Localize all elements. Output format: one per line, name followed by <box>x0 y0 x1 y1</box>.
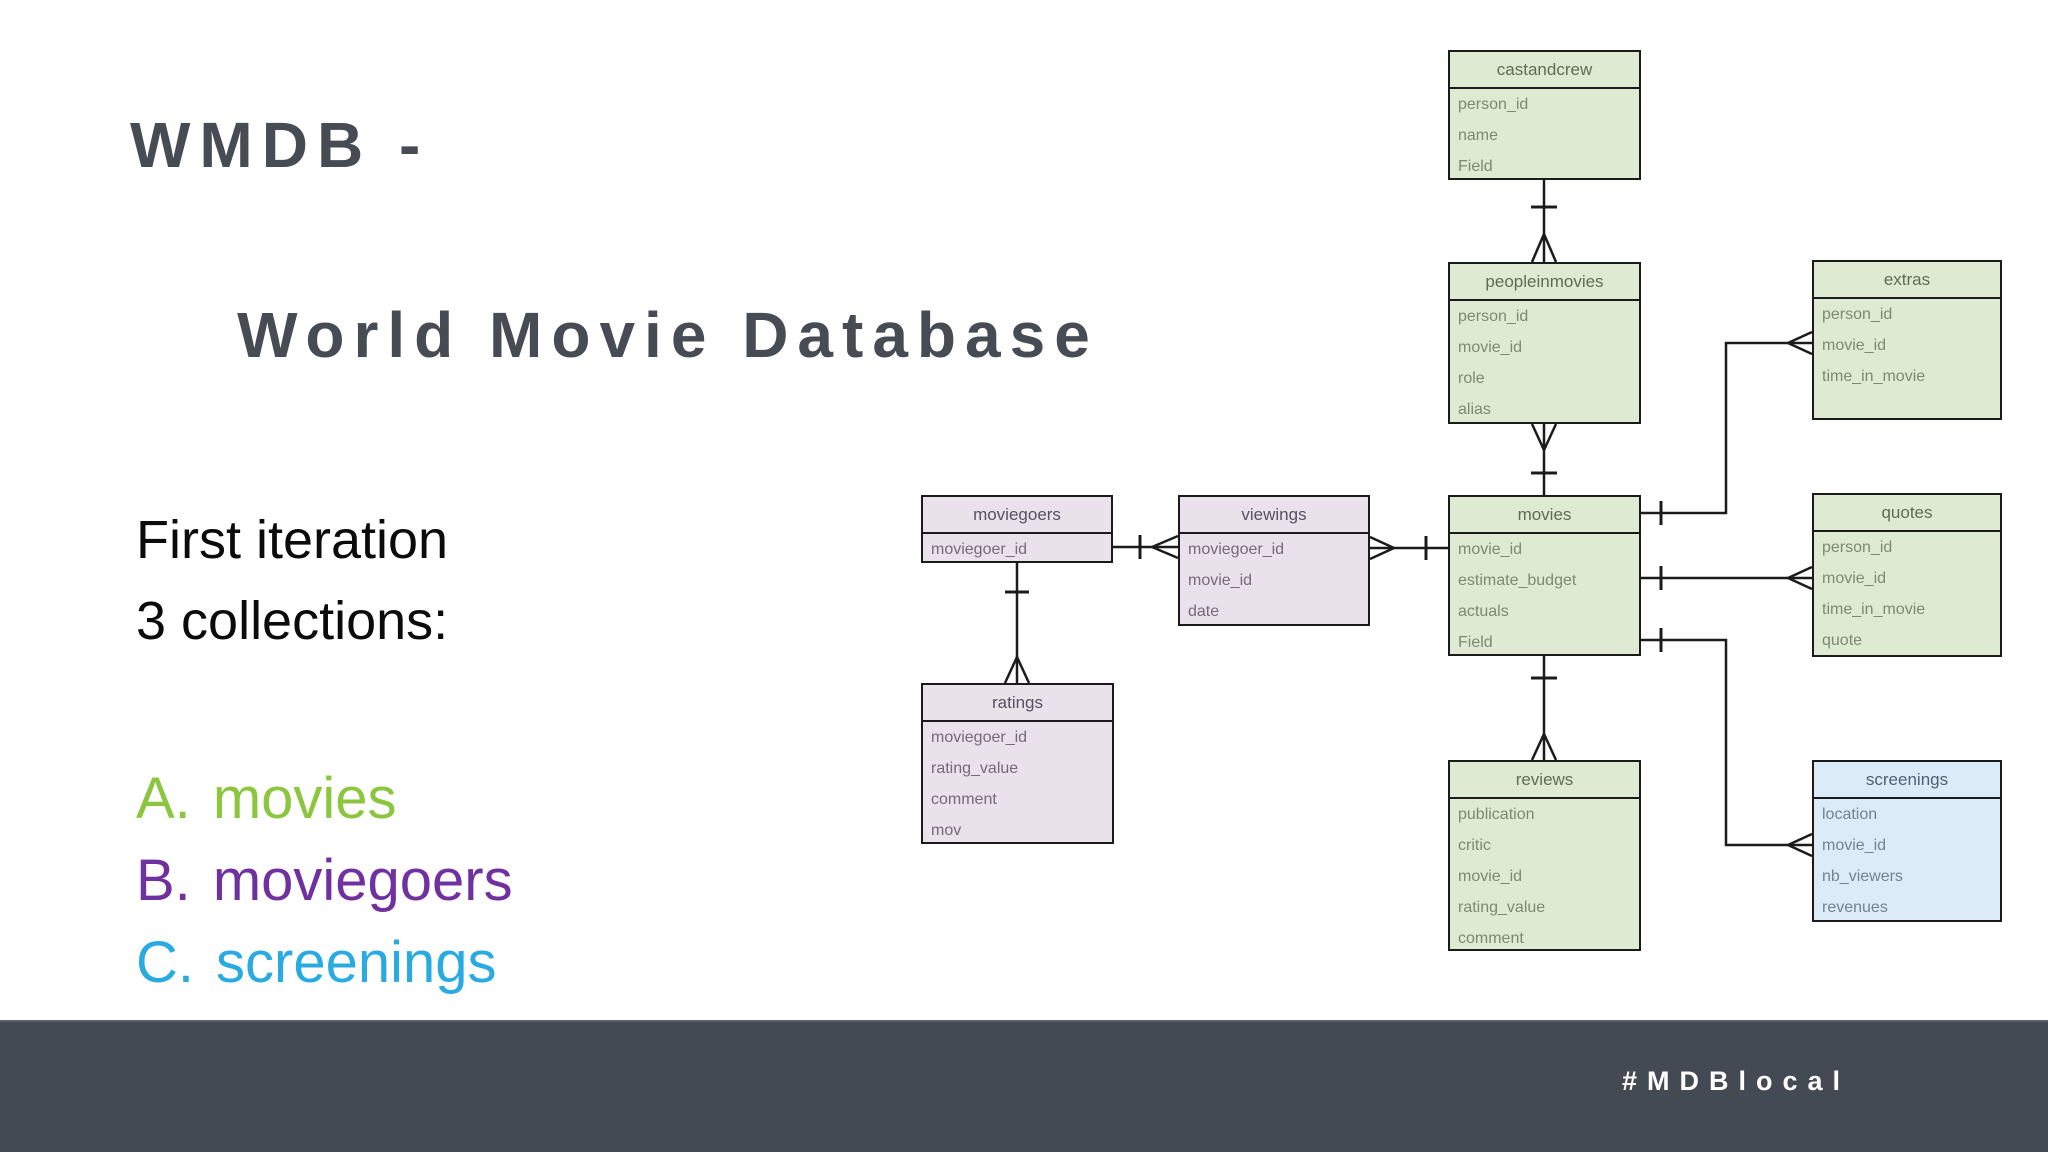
table-field-row: person_id <box>1822 306 1893 323</box>
table-title: movies <box>1450 497 1639 534</box>
table-field-row: date <box>1188 603 1220 620</box>
list-item-movies: A. movies <box>136 758 513 840</box>
table-title: castandcrew <box>1450 52 1639 89</box>
table-field-row: role <box>1458 370 1485 387</box>
hashtag-label: #MDBlocal <box>1621 1066 1850 1096</box>
table-title: ratings <box>923 685 1112 722</box>
connector-peopleinmovies-movies <box>1530 423 1558 495</box>
table-field-row: revenues <box>1822 899 1888 916</box>
list-item-label: moviegoers <box>212 848 513 913</box>
table-field-row: mov <box>931 822 962 839</box>
connector-viewings-movies <box>1369 535 1448 561</box>
table-field-row: publication <box>1458 806 1535 823</box>
table-field-row: movie_id <box>1458 541 1523 558</box>
page-title: WMDB - World Movie Database <box>130 98 1099 478</box>
connector-movies-reviews <box>1530 656 1558 761</box>
table-field-row: nb_viewers <box>1822 868 1903 885</box>
list-item-label: movies <box>212 766 397 831</box>
table-title: moviegoers <box>923 497 1111 534</box>
title-line-2: World Movie Database <box>237 299 1099 371</box>
table-field-row: comment <box>1458 930 1524 947</box>
list-item-prefix: B. <box>136 848 191 913</box>
list-item-moviegoers: B. moviegoers <box>136 840 513 922</box>
connector-moviegoers-ratings <box>1003 563 1031 684</box>
list-item-label: screenings <box>216 930 497 995</box>
table-fields: person_id movie_id time_in_movie <box>1814 299 2000 392</box>
table-field-row: estimate_budget <box>1458 572 1577 589</box>
list-item-prefix: C. <box>136 930 194 995</box>
table-field-row: movie_id <box>1458 868 1523 885</box>
table-field-row: moviegoer_id <box>931 729 1028 746</box>
table-field-row: movie_id <box>1822 337 1887 354</box>
table-field-row: movie_id <box>1822 837 1887 854</box>
entity-table-moviegoers: moviegoers moviegoer_id <box>921 495 1113 563</box>
subtitle-line-2: 3 collections: <box>136 591 449 651</box>
collections-list: A. movies B. moviegoers C. screenings <box>136 758 513 1004</box>
table-title: reviews <box>1450 762 1639 799</box>
table-field-row: quote <box>1822 632 1863 649</box>
table-field-row: critic <box>1458 837 1491 854</box>
table-fields: location movie_id nb_viewers revenues <box>1814 799 2000 923</box>
list-item-prefix: A. <box>136 766 191 831</box>
footer-bar: #MDBlocal <box>0 1020 2048 1152</box>
table-title: screenings <box>1814 762 2000 799</box>
list-item-screenings: C. screenings <box>136 922 513 1004</box>
table-field-row: rating_value <box>1458 899 1546 916</box>
table-field-row: alias <box>1458 401 1491 418</box>
table-field-row: movie_id <box>1822 570 1887 587</box>
table-field-row: moviegoer_id <box>931 541 1028 558</box>
table-field-row: person_id <box>1822 539 1893 556</box>
title-line-1: WMDB - <box>130 109 430 181</box>
table-field-row: person_id <box>1458 308 1529 325</box>
connector-movies-extras <box>1641 330 1813 525</box>
table-field-row: movie_id <box>1188 572 1253 589</box>
table-field-row: rating_value <box>931 760 1019 777</box>
entity-table-reviews: reviews publication critic movie_id rating_… <box>1448 760 1641 951</box>
table-field-row: time_in_movie <box>1822 601 1926 618</box>
table-field-row: name <box>1458 127 1499 144</box>
connector-moviegoers-viewings <box>1113 534 1179 560</box>
table-title: peopleinmovies <box>1450 264 1639 301</box>
connector-castandcrew-peopleinmovies <box>1530 180 1558 263</box>
subtitle-line-1: First iteration <box>136 510 449 570</box>
table-field-row: person_id <box>1458 96 1529 113</box>
table-field-row: movie_id <box>1458 339 1523 356</box>
table-field-row: Field <box>1458 158 1493 175</box>
table-field-row: location <box>1822 806 1878 823</box>
table-field-row: moviegoer_id <box>1188 541 1285 558</box>
table-title: extras <box>1814 262 2000 299</box>
subtitle: First iteration 3 collections: <box>136 500 448 662</box>
table-field-row: actuals <box>1458 603 1509 620</box>
table-fields: moviegoer_id <box>923 534 1111 565</box>
table-field-row: time_in_movie <box>1822 368 1926 385</box>
table-title: quotes <box>1814 495 2000 532</box>
table-title: viewings <box>1180 497 1368 534</box>
connector-movies-quotes <box>1641 565 1813 591</box>
connector-movies-screenings <box>1641 628 1813 858</box>
entity-table-extras: extras person_id movie_id time_in_movie <box>1812 260 2002 420</box>
table-field-row: Field <box>1458 634 1493 651</box>
table-field-row: comment <box>931 791 997 808</box>
